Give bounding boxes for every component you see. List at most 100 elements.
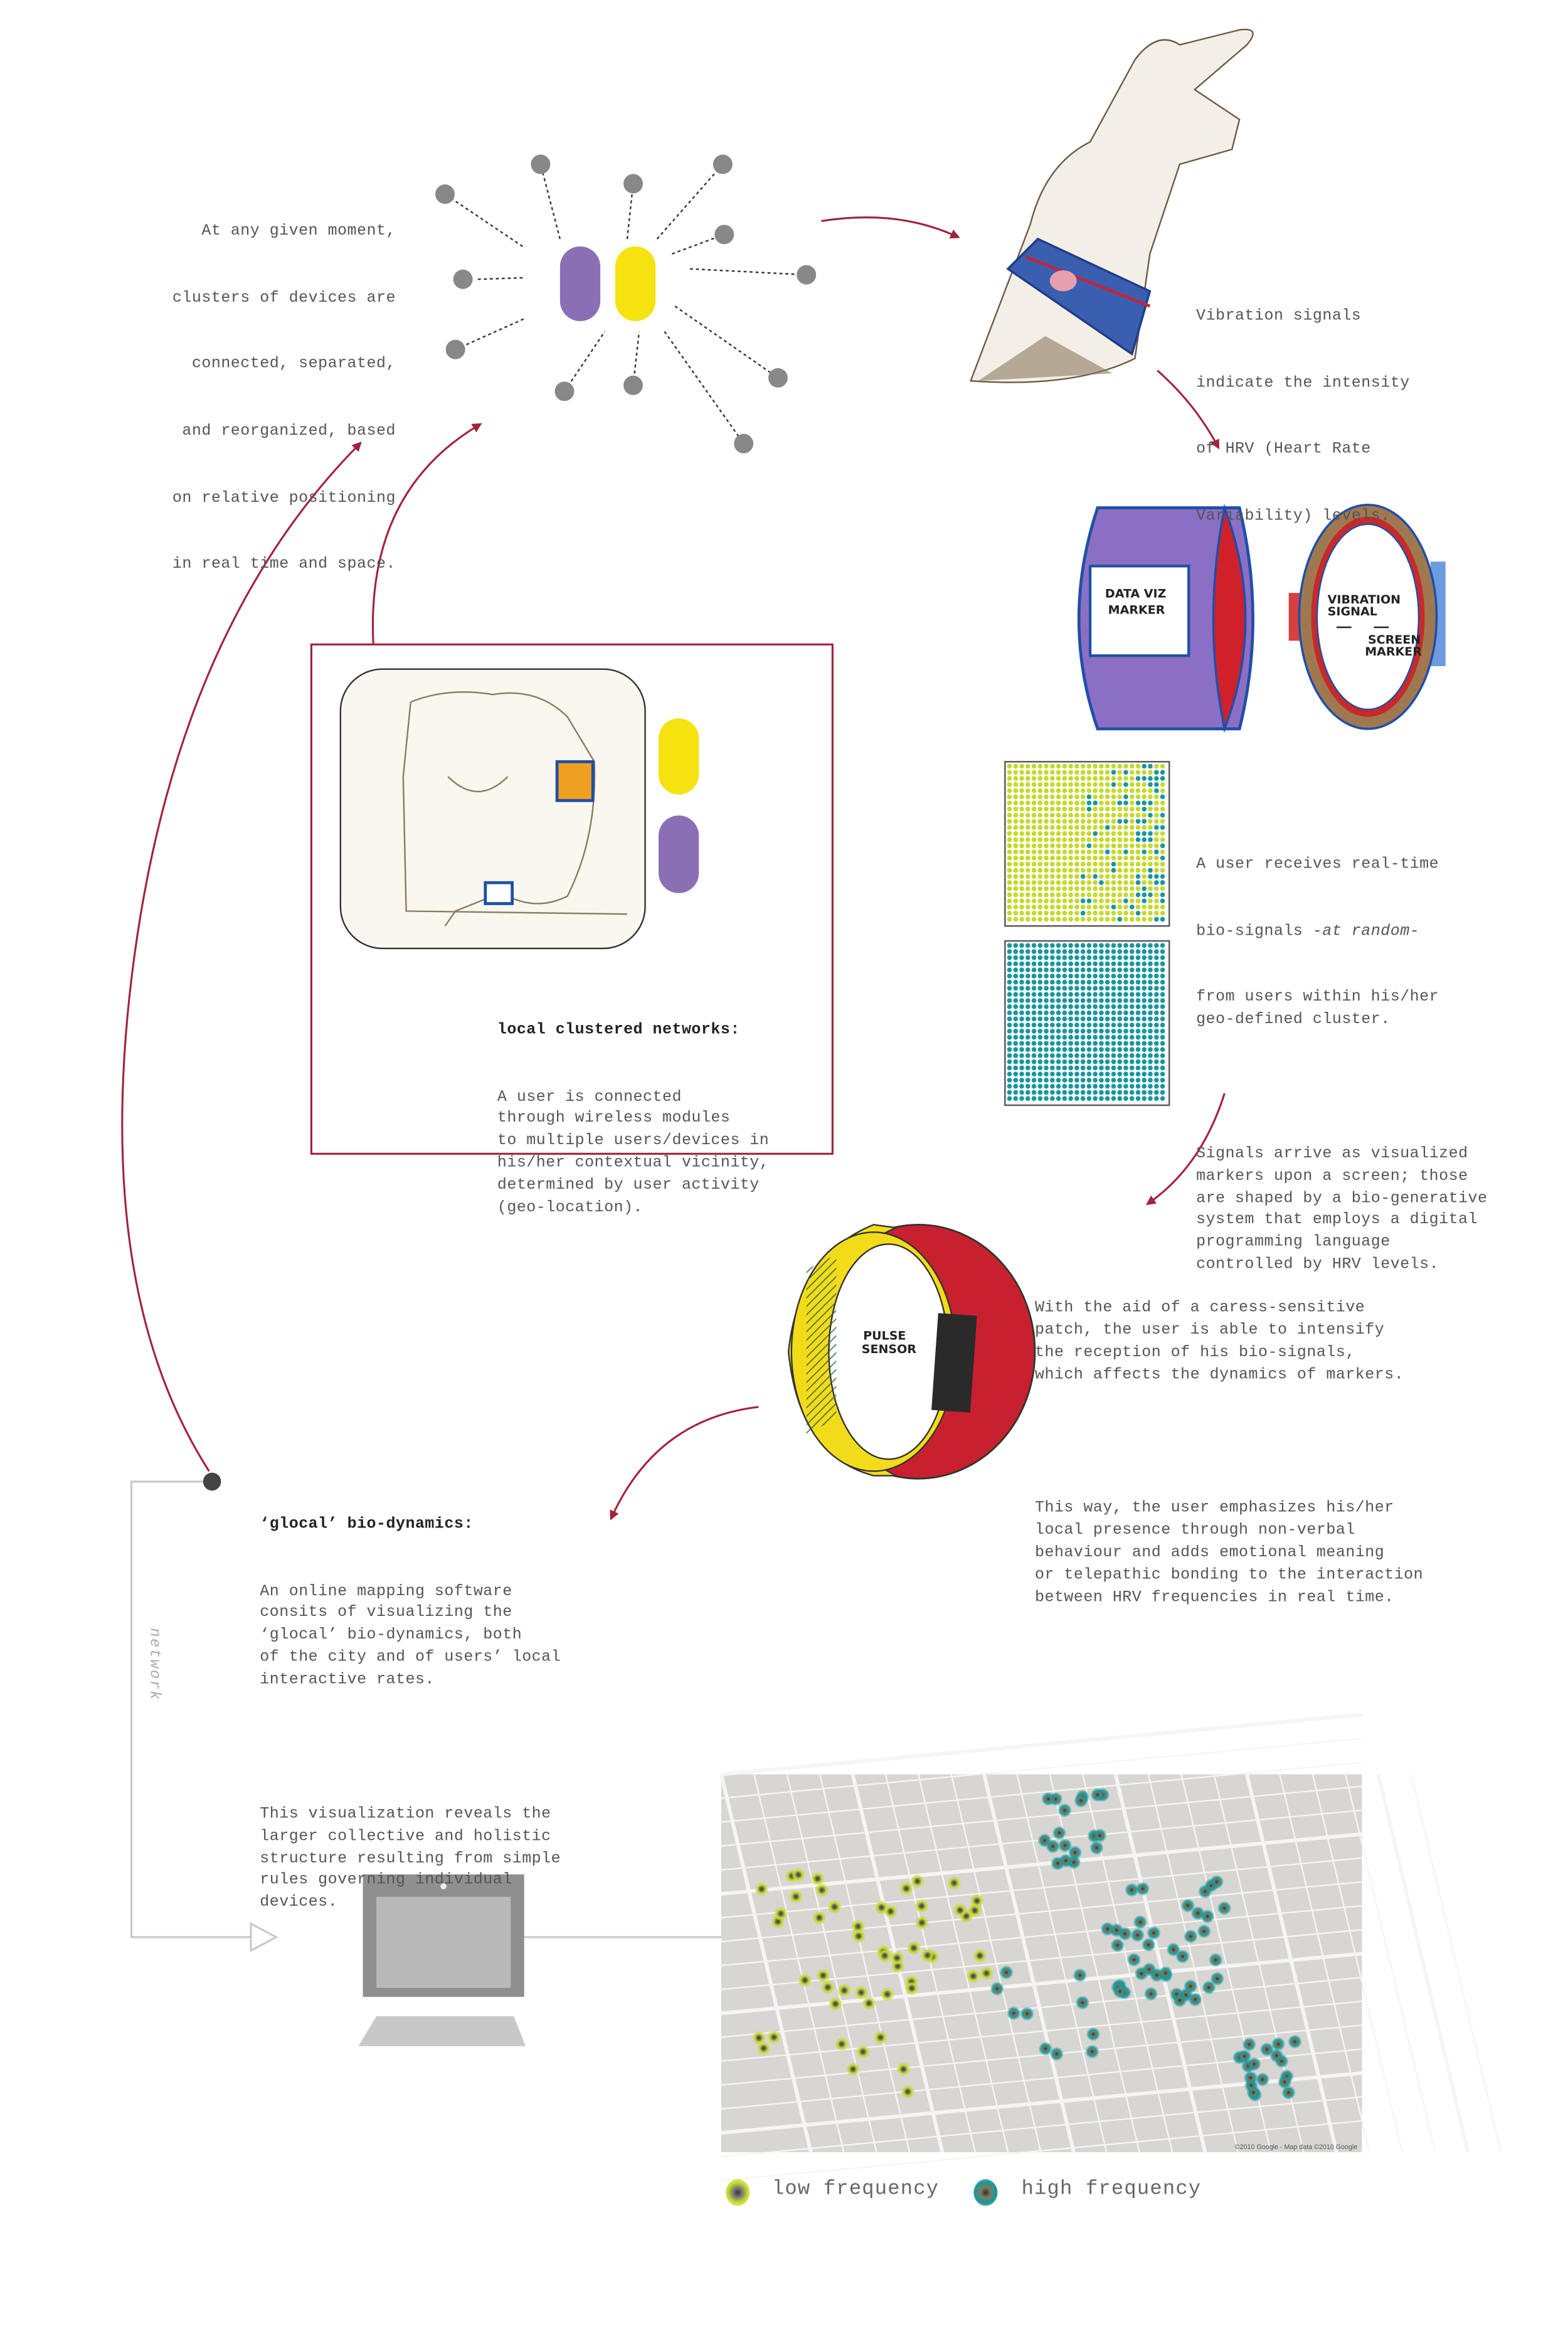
grid-marker [1031,1010,1037,1016]
grid-marker [1037,1071,1043,1076]
grid-marker [1044,979,1049,985]
grid-marker [1068,1004,1073,1009]
grid-marker [1086,856,1092,861]
city-map[interactable]: ©2010 Google - Map data ©2010 Google [719,1713,1502,2182]
grid-marker [1025,905,1030,910]
grid-marker [1044,967,1049,972]
grid-marker [1135,1078,1141,1083]
grid-marker [1068,1065,1073,1071]
grid-marker [1104,955,1110,960]
grid-marker [1044,874,1049,879]
grid-marker [1148,861,1153,867]
caption-line: A user receives real-time [1196,855,1439,874]
grid-marker [1019,985,1024,991]
grid-marker [1025,967,1030,972]
grid-marker [1123,1071,1128,1076]
grid-marker [1019,967,1024,972]
grid-marker [1153,1010,1159,1016]
grid-marker [1062,770,1067,775]
grid-marker [1104,1047,1110,1052]
grid-marker [1025,1041,1030,1046]
grid-marker [1160,770,1165,775]
grid-marker [1019,794,1024,800]
grid-marker [1019,892,1024,898]
grid-marker [1142,1071,1147,1076]
grid-marker [1062,1053,1067,1058]
high-frequency-marker [1260,2042,1274,2056]
grid-marker [1074,943,1079,948]
grid-marker [1019,861,1024,867]
high-frequency-marker [1281,2086,1296,2100]
grid-marker [1025,1065,1030,1071]
grid-marker [1148,1059,1153,1065]
high-frequency-marker [1125,1883,1139,1897]
grid-marker [1025,1053,1030,1058]
grid-marker [1007,1034,1012,1040]
grid-marker [1142,910,1147,916]
high-frequency-marker [1244,2071,1258,2084]
grid-marker [1117,806,1123,812]
high-frequency-marker [1076,1995,1089,2010]
grid-marker [1037,770,1043,775]
grid-marker [1093,949,1098,954]
grid-marker [1068,949,1073,954]
grid-marker [1142,843,1147,849]
grid-marker [1068,849,1073,854]
grid-marker [1068,874,1073,879]
grid-marker [1093,856,1098,861]
flow-arrows [121,216,1226,1521]
grid-marker [1068,831,1073,836]
grid-marker [1031,776,1037,781]
grid-marker [1007,1071,1012,1076]
grid-marker [1050,985,1055,991]
grid-marker [1037,916,1043,922]
grid-marker [1056,1034,1061,1040]
grid-marker [1019,782,1024,787]
grid-marker [1013,910,1019,916]
grid-marker [1031,868,1037,873]
device-node [435,184,455,204]
grid-marker [1129,985,1135,991]
grid-marker [1019,880,1024,885]
grid-marker [1129,837,1135,842]
grid-marker [1153,910,1159,916]
grid-marker [1074,910,1079,916]
arm-band [555,760,595,802]
grid-marker [1153,800,1159,805]
grid-marker [1086,1028,1092,1034]
grid-marker [1007,782,1012,787]
grid-marker [1056,943,1061,948]
grid-marker [1068,1083,1073,1089]
grid-marker [1013,916,1019,922]
high-frequency-marker [1210,1875,1224,1889]
grid-marker [1031,800,1037,805]
grid-marker [1062,992,1067,997]
grid-marker [1104,1028,1110,1034]
grid-marker [1037,874,1043,879]
grid-marker [1104,770,1110,775]
grid-marker [1056,843,1061,849]
high-frequency-marker [1288,2035,1302,2049]
grid-marker [1050,1004,1055,1009]
low-frequency-marker [856,2045,870,2059]
grid-marker [1062,831,1067,836]
grid-marker [1037,776,1043,781]
grid-marker [1117,825,1123,830]
grid-marker [1044,1078,1049,1083]
low-frequency-marker [810,1872,825,1886]
grid-marker [1019,949,1024,954]
grid-marker [1019,1059,1024,1065]
grid-marker [1117,1028,1123,1034]
low-frequency-marker [755,1882,769,1896]
grid-marker [1148,1010,1153,1016]
grid-marker [1013,837,1019,842]
grid-marker [1056,910,1061,916]
grid-marker [1037,943,1043,948]
grid-marker [1135,1071,1141,1076]
low-frequency-marker [862,1996,876,2010]
low-frequency-marker [829,1997,842,2011]
grid-marker [1062,837,1067,842]
grid-marker [1007,1047,1012,1052]
grid-marker [1148,788,1153,794]
grid-marker [1056,898,1061,903]
